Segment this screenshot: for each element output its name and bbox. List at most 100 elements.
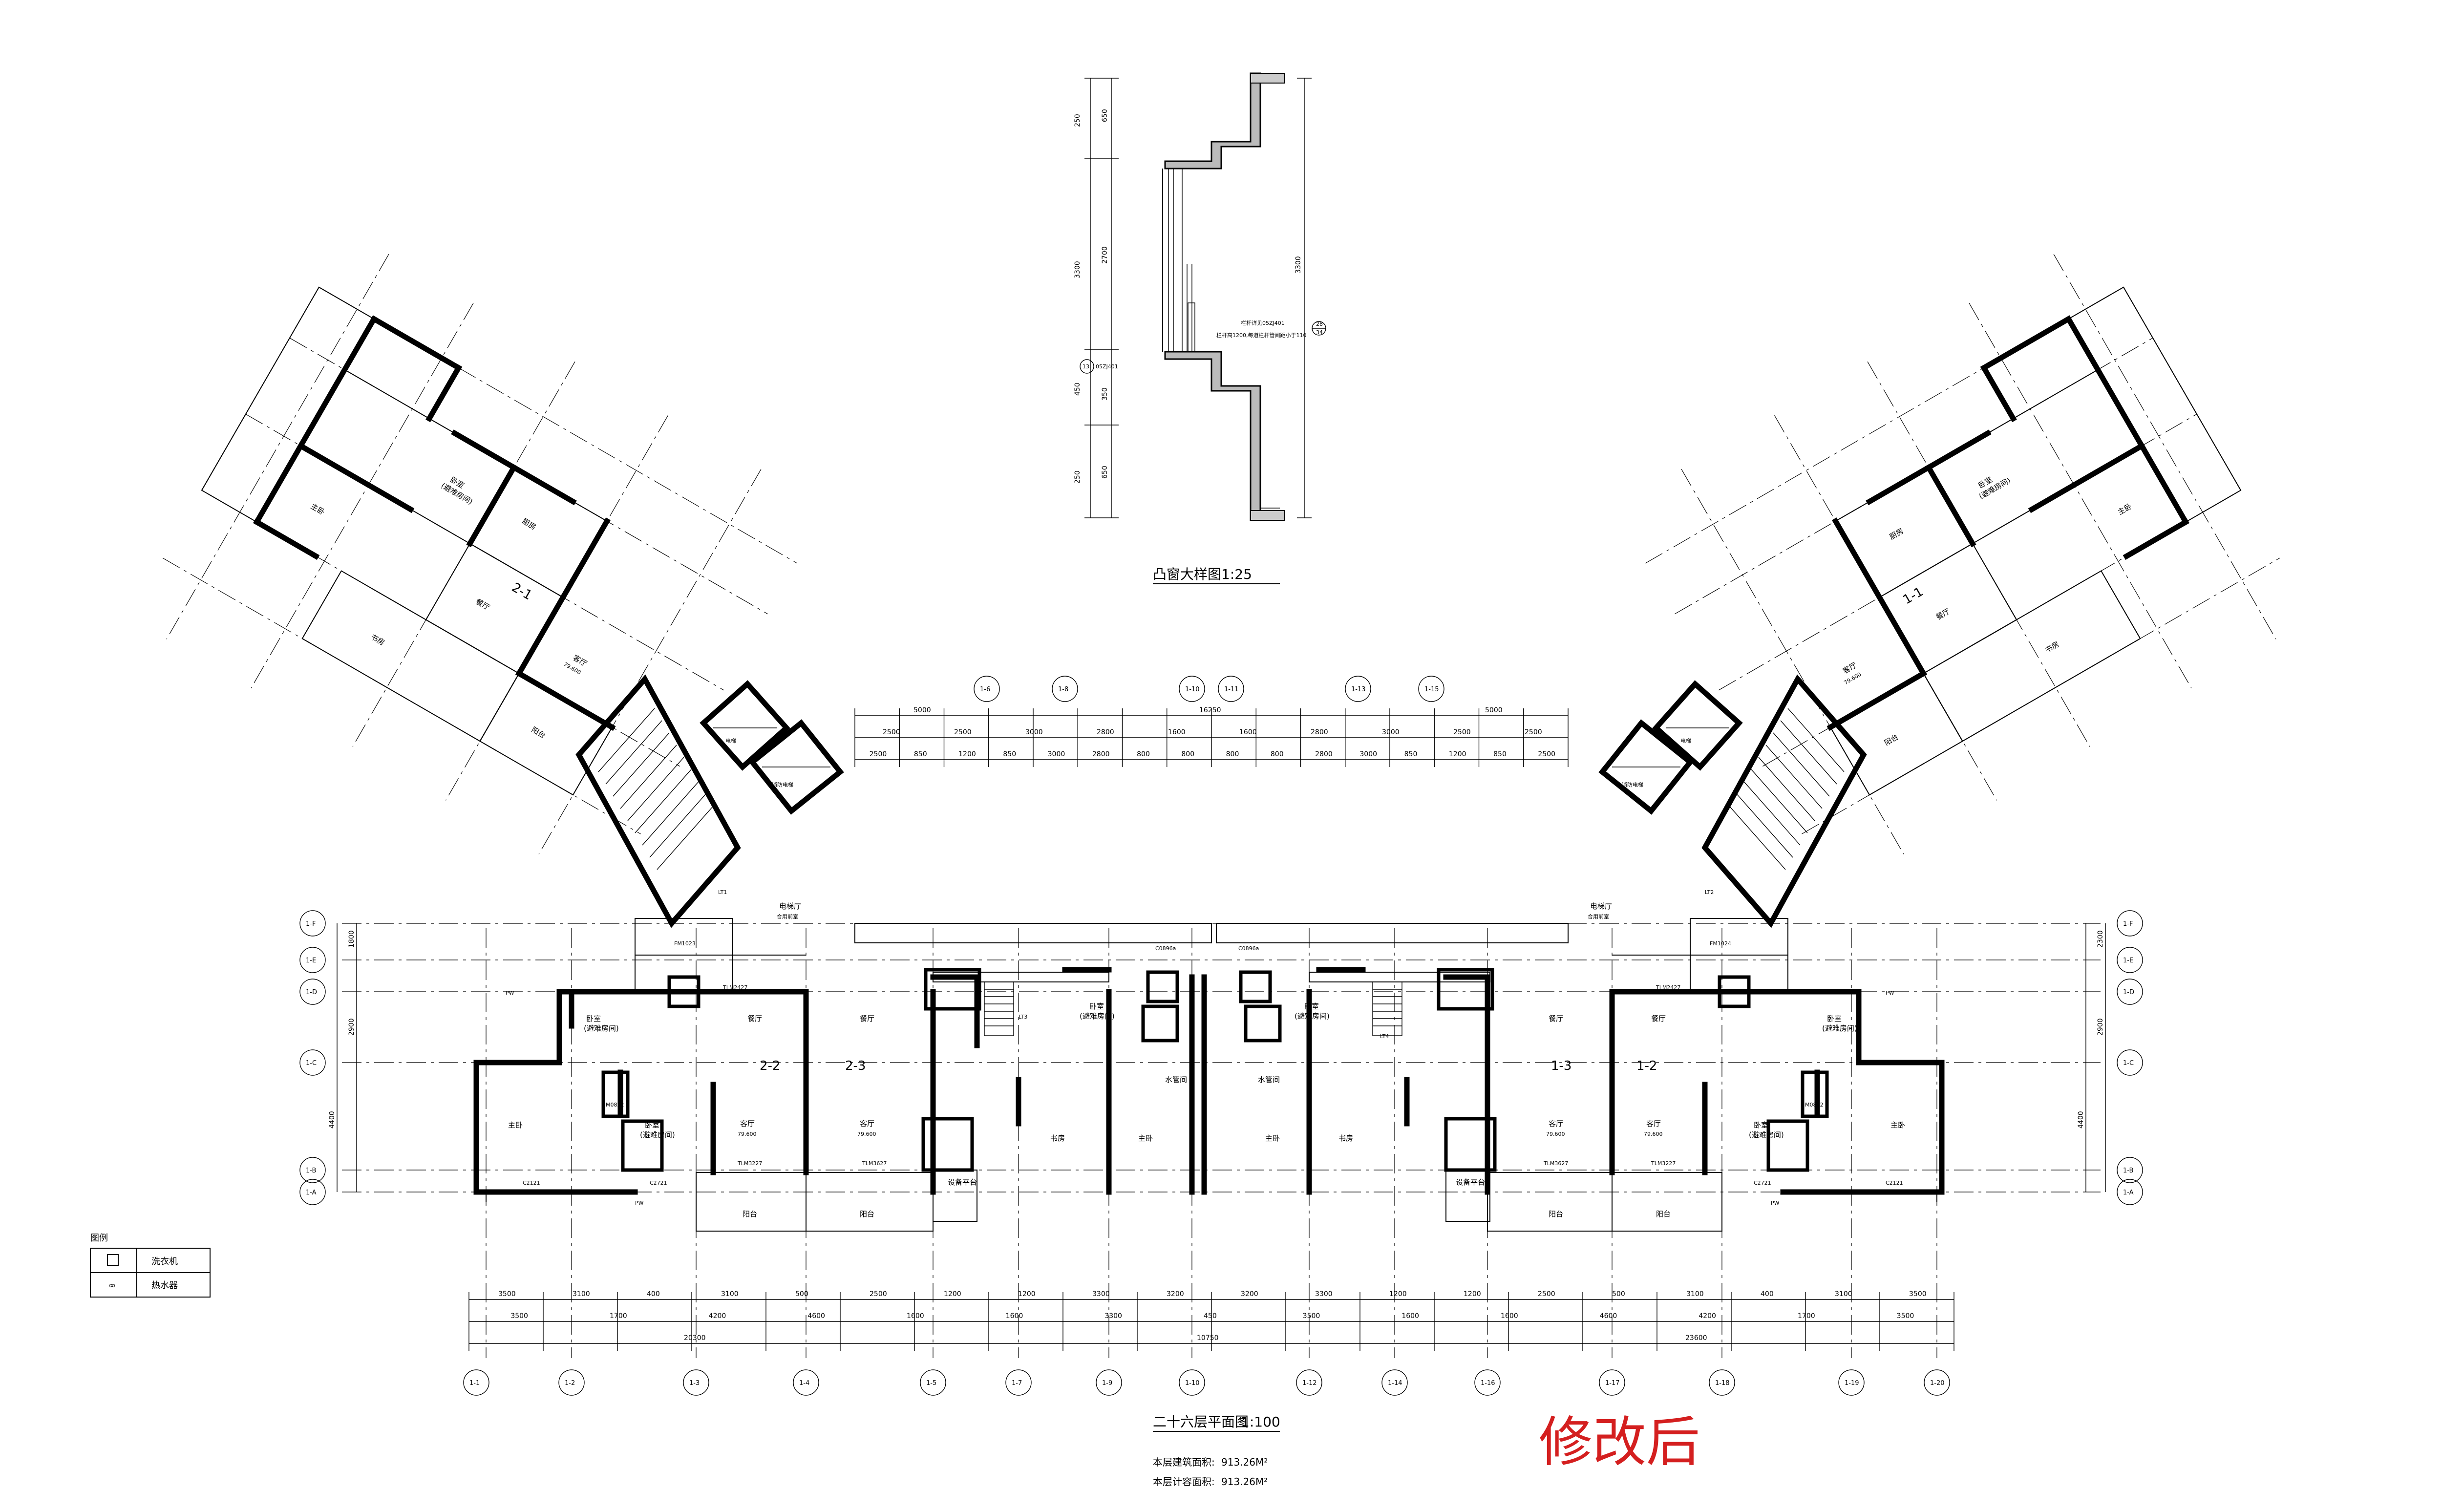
bottom-axis-label-10: 1-16 — [1481, 1380, 1495, 1387]
detail-note-2: 栏杆高1200,每道栏杆管间距小于110 — [1216, 332, 1307, 339]
bottom-axis-bubble-11 — [1599, 1369, 1625, 1396]
top-dim3-6: 800 — [1137, 750, 1150, 758]
code-tlm3627-a: TLM3627 — [862, 1160, 887, 1167]
detail-dim-mid-2: 350 — [1101, 387, 1109, 401]
bottom-dim1-3: 3100 — [721, 1290, 739, 1298]
detail-dim-left-2: 450 — [1074, 383, 1082, 396]
bottom-axis-label-3: 1-4 — [799, 1380, 809, 1387]
bottom-dim1-17: 400 — [1761, 1290, 1774, 1298]
right-dim-0: 2300 — [2097, 930, 2104, 948]
detail-scale: 1:25 — [1221, 566, 1252, 582]
right-axis-label-0: 1-F — [2123, 920, 2133, 928]
room-master-bed-left: 主卧 — [508, 1121, 523, 1129]
plan-title: 二十六层平面图 — [1153, 1414, 1249, 1430]
legend-item-0: 洗衣机 — [151, 1256, 178, 1267]
right-dim-1: 2900 — [2097, 1018, 2104, 1036]
floor-mark-2-2: 79.600 — [738, 1131, 757, 1137]
left-axis-bubble-1 — [299, 947, 326, 973]
detail-dim-left-3: 250 — [1074, 470, 1082, 484]
code-c2121-a: C2121 — [523, 1180, 540, 1186]
code-pw-a: PW — [506, 990, 514, 996]
detail-dim-mid-3: 650 — [1101, 466, 1109, 479]
code-lt1: LT1 — [718, 889, 727, 895]
bottom-axis-bubble-12 — [1709, 1369, 1735, 1396]
floor-mark-1-2: 79.600 — [1644, 1131, 1663, 1137]
bottom-axis-label-1: 1-2 — [565, 1380, 575, 1387]
top-dim2-8: 2500 — [1453, 728, 1471, 736]
unit-2-1: 2-1 — [509, 580, 534, 603]
bottom-axis-bubble-6 — [1096, 1369, 1122, 1396]
top-dim3-12: 850 — [1404, 750, 1418, 758]
top-dim2-0: 2500 — [883, 728, 900, 736]
top-dim2-6: 2800 — [1311, 728, 1328, 736]
bottom-dim1-14: 2500 — [1538, 1290, 1555, 1298]
bottom-dim1-1: 3100 — [573, 1290, 590, 1298]
plan-scale: 1:100 — [1241, 1414, 1280, 1430]
detail-dim-mid-1: 2700 — [1101, 246, 1109, 264]
unit-1-3: 1-3 — [1551, 1059, 1571, 1073]
room-master-c2: 主卧 — [1265, 1134, 1280, 1143]
bottom-total-left: 20300 — [684, 1334, 706, 1342]
top-dim2-4: 1600 — [1168, 728, 1186, 736]
bottom-axis-label-14: 1-20 — [1930, 1380, 1945, 1387]
room-well-c1: 水管间 — [1165, 1075, 1187, 1084]
unit-1-2: 1-2 — [1636, 1059, 1657, 1073]
bay-window-detail: 250 3300 450 250 650 2700 350 650 3300 1… — [1074, 72, 1326, 584]
unit-2-2: 2-2 — [760, 1059, 780, 1073]
bottom-axis-label-12: 1-18 — [1715, 1380, 1730, 1387]
bottom-dim2-6: 3300 — [1104, 1312, 1122, 1320]
left-axis-label-4: 1-B — [306, 1167, 316, 1174]
bottom-axis-bubble-2 — [683, 1369, 709, 1396]
bottom-total-mid: 10750 — [1197, 1334, 1219, 1342]
code-tlm3227-b: TLM3227 — [1651, 1160, 1676, 1167]
bottom-dim1-10: 3200 — [1241, 1290, 1258, 1298]
bottom-dim1-15: 500 — [1612, 1290, 1625, 1298]
top-axis-label-4: 1-13 — [1351, 686, 1366, 693]
building-area-value: 913.26M² — [1221, 1456, 1268, 1468]
right-axis-bubble-2 — [2117, 979, 2143, 1005]
room-balcony-1-1: 阳台 — [1883, 732, 1900, 747]
right-core: 电梯 消防电梯 LT2 — [1598, 674, 1867, 928]
bottom-dim2-13: 1700 — [1798, 1312, 1815, 1320]
room-dining-2-2: 餐厅 — [747, 1014, 762, 1023]
room-study-2-1: 书房 — [369, 632, 386, 647]
room-living-2-3: 客厅 — [860, 1119, 874, 1128]
room-dining-1-1: 餐厅 — [1934, 607, 1952, 622]
room-study-1-1: 书房 — [2043, 639, 2060, 655]
bottom-dim2-11: 4600 — [1600, 1312, 1617, 1320]
room-equip-right: 设备平台 — [1456, 1178, 1485, 1187]
room-elevator-hall-left: 电梯厅 — [779, 902, 801, 911]
top-dim3-13: 1200 — [1449, 750, 1466, 758]
room-master-bed-2-1: 主卧 — [309, 502, 326, 517]
room-bed-c1-note: (避难房间) — [1080, 1012, 1115, 1021]
code-fm1024-b: FM1024 — [1710, 940, 1731, 947]
saleable-area-label: 本层计容面积: — [1153, 1476, 1215, 1488]
left-axis-label-3: 1-C — [306, 1060, 317, 1067]
right-axis-label-4: 1-B — [2123, 1167, 2133, 1174]
top-dim2-9: 2500 — [1525, 728, 1542, 736]
top-axis-bubble-4 — [1345, 676, 1371, 702]
top-axis-label-3: 1-11 — [1224, 686, 1239, 693]
left-axis-bubble-3 — [299, 1049, 326, 1076]
right-wing-unit-1-1: 主卧 卧室 (避难房间) 厨房 餐厅 客厅 79.600 阳台 书房 1-1 — [1645, 254, 2280, 854]
room-balcony-2-1: 阳台 — [530, 725, 547, 740]
bottom-axis-bubble-5 — [1005, 1369, 1032, 1396]
detail-title: 凸窗大样图 — [1153, 566, 1221, 582]
bottom-axis-label-7: 1-10 — [1185, 1380, 1200, 1387]
top-axis-label-2: 1-10 — [1185, 686, 1200, 693]
code-m0822-b: M0822 — [1805, 1102, 1824, 1108]
room-master-bed-1-1: 主卧 — [2116, 502, 2133, 517]
washer-icon — [107, 1254, 119, 1266]
code-fm1023-a: FM1023 — [674, 940, 696, 947]
right-axis-bubble-1 — [2117, 947, 2143, 973]
right-axis-bubble-3 — [2117, 1049, 2143, 1076]
right-axis-label-3: 1-C — [2123, 1060, 2134, 1067]
bottom-axis-label-4: 1-5 — [926, 1380, 936, 1387]
left-axis-bubble-2 — [299, 979, 326, 1005]
bottom-dim1-13: 1200 — [1464, 1290, 1481, 1298]
bottom-dim1-19: 3500 — [1909, 1290, 1927, 1298]
right-axis-bubble-0 — [2117, 910, 2143, 937]
top-axis-bubble-0 — [974, 676, 1000, 702]
